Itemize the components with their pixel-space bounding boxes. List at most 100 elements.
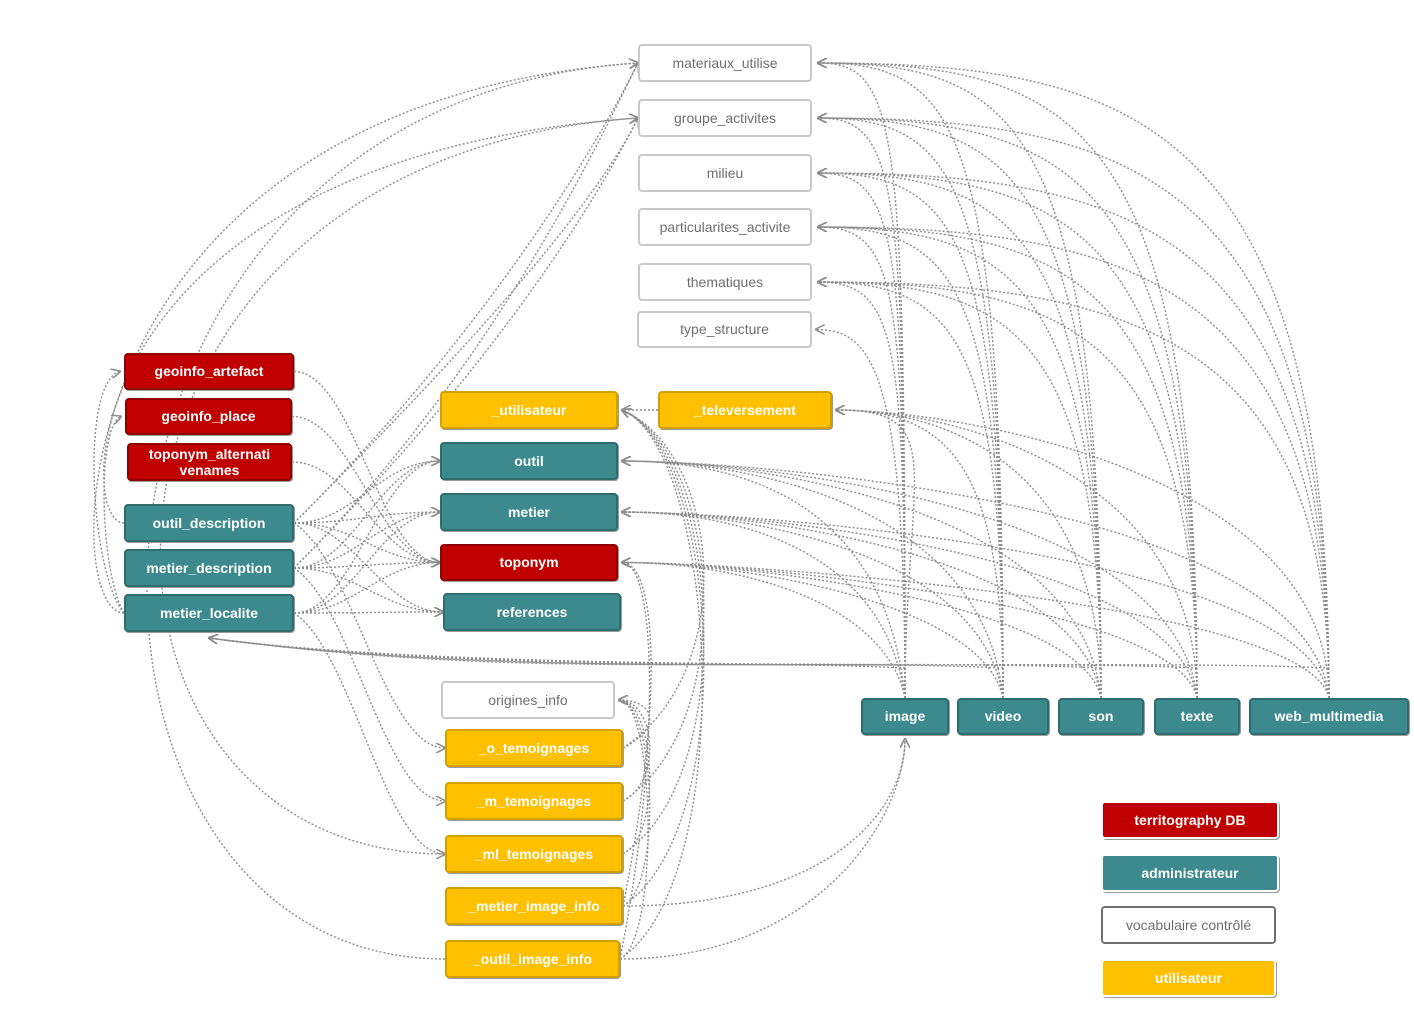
edge — [818, 63, 906, 699]
node-label: metier_description — [146, 559, 272, 576]
edge — [622, 563, 1330, 699]
edge — [818, 282, 1102, 699]
edge — [209, 638, 906, 669]
edge — [293, 567, 443, 612]
node-label: metier_localite — [159, 604, 259, 621]
edge — [293, 567, 445, 801]
node-metier-image-info[interactable]: _metier_image_info — [445, 887, 623, 925]
node-milieu[interactable]: milieu — [638, 154, 812, 192]
edge — [818, 227, 1102, 699]
node-label: _o_temoignages — [478, 739, 590, 756]
edge — [818, 173, 906, 699]
edge — [622, 512, 1102, 699]
node-metier-localite[interactable]: metier_localite — [124, 594, 294, 632]
edge — [818, 282, 1004, 699]
edge — [622, 410, 705, 802]
node-references[interactable]: references — [443, 593, 621, 631]
edge — [622, 461, 1102, 699]
node-utilisateur[interactable]: _utilisateur — [440, 391, 618, 429]
node-origines-info[interactable]: origines_info — [441, 681, 615, 719]
edge — [818, 282, 1198, 699]
edge — [818, 173, 1102, 699]
edge — [818, 173, 1004, 699]
edge — [209, 638, 1198, 669]
node-label: web_multimedia — [1274, 708, 1384, 724]
edge — [622, 410, 705, 855]
node-particularites-activite[interactable]: particularites_activite — [638, 208, 812, 246]
node-type-structure[interactable]: type_structure — [637, 311, 812, 348]
node-video[interactable]: video — [957, 698, 1049, 735]
node-label: _televersement — [694, 401, 796, 418]
edge — [293, 512, 440, 524]
edge — [619, 700, 651, 802]
node-ml-temoignages[interactable]: _ml_temoignages — [445, 835, 623, 873]
node-label: type_structure — [680, 321, 769, 337]
node-label: _utilisateur — [491, 401, 567, 418]
legend-item-administrateur: administrateur — [1101, 854, 1279, 892]
edge — [622, 563, 906, 699]
edge — [622, 563, 1198, 699]
node-label: materiaux_utilise — [672, 54, 778, 71]
node-label: groupe_activites — [674, 109, 776, 126]
edge — [293, 563, 440, 569]
edge — [622, 461, 1004, 699]
edge — [816, 330, 906, 699]
edge — [818, 227, 906, 699]
edge — [818, 173, 1330, 699]
node-label: outil — [514, 452, 544, 469]
edge — [619, 700, 651, 855]
edge — [818, 227, 1198, 699]
node-geoinfo-place[interactable]: geoinfo_place — [125, 398, 292, 435]
edge — [291, 461, 440, 563]
node-outil-image-info[interactable]: _outil_image_info — [445, 940, 620, 978]
legend-label: administrateur — [1141, 865, 1239, 881]
edge — [103, 417, 125, 614]
edge — [293, 612, 443, 613]
node-label: video — [984, 708, 1022, 724]
node-groupe-activites[interactable]: groupe_activites — [638, 99, 812, 137]
edge — [818, 282, 906, 699]
node-o-temoignages[interactable]: _o_temoignages — [445, 729, 623, 767]
node-toponym[interactable]: toponym — [440, 544, 618, 581]
edge — [622, 512, 1330, 699]
node-label: _metier_image_info — [468, 897, 600, 914]
node-web-multimedia[interactable]: web_multimedia — [1249, 698, 1409, 735]
edge — [818, 63, 1198, 699]
node-thematiques[interactable]: thematiques — [638, 263, 812, 301]
edge — [293, 370, 440, 563]
edge — [836, 410, 1102, 699]
edge — [818, 282, 1330, 699]
node-m-temoignages[interactable]: _m_temoignages — [445, 782, 623, 820]
node-label: metier — [507, 503, 551, 520]
node-materiaux-utilise[interactable]: materiaux_utilise — [638, 44, 812, 82]
node-toponym-alternatinames[interactable]: toponym_alternati venames — [127, 443, 292, 481]
node-texte[interactable]: texte — [1154, 698, 1240, 735]
node-geoinfo-artefact[interactable]: geoinfo_artefact — [124, 353, 294, 390]
node-metier[interactable]: metier — [440, 493, 618, 531]
edge — [622, 512, 1198, 699]
edge — [293, 461, 440, 569]
node-image[interactable]: image — [861, 698, 949, 735]
node-label: milieu — [706, 164, 744, 181]
node-outil[interactable]: outil — [440, 442, 618, 480]
node-label: outil_description — [152, 514, 266, 531]
node-label: _m_temoignages — [476, 792, 592, 809]
node-outil-description[interactable]: outil_description — [124, 504, 294, 542]
edge — [622, 739, 905, 907]
legend-label: territography DB — [1134, 812, 1246, 828]
edge — [293, 522, 440, 563]
node-televersement[interactable]: _televersement — [658, 391, 832, 429]
edge — [619, 700, 651, 749]
edge — [293, 612, 445, 854]
legend-label: utilisateur — [1155, 970, 1222, 986]
edge — [818, 63, 1330, 699]
edge — [293, 512, 440, 569]
node-metier-description[interactable]: metier_description — [124, 549, 294, 587]
edge — [209, 638, 1330, 669]
edge — [209, 638, 1004, 669]
node-son[interactable]: son — [1058, 698, 1144, 735]
node-label: thematiques — [686, 273, 764, 290]
edge — [818, 118, 1198, 699]
node-label: texte — [1180, 708, 1214, 724]
edge — [620, 410, 703, 960]
